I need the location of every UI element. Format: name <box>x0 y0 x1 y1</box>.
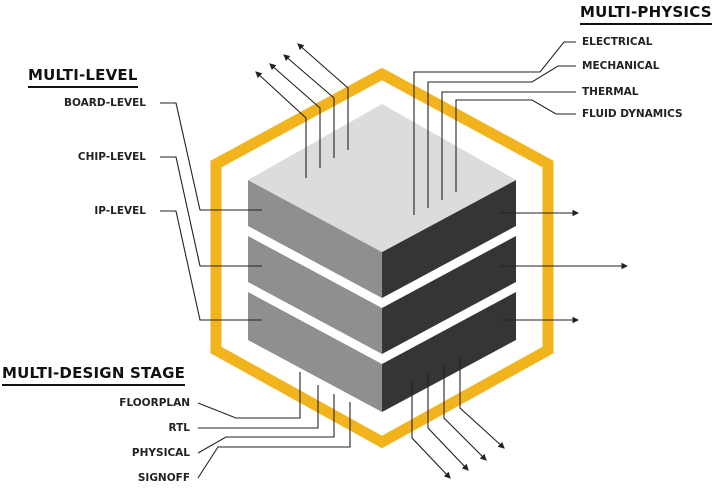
physics-label-electrical: ELECTRICAL <box>582 36 653 48</box>
ip-level-line <box>160 210 262 321</box>
chip-level-line <box>160 156 262 267</box>
top-arrow-3 <box>269 63 321 168</box>
physics-label-fluid-dynamics: FLUID DYNAMICS <box>582 108 683 120</box>
multi-physics-heading: MULTI-PHYSICS <box>580 3 712 25</box>
level-label-ip: IP-LEVEL <box>94 205 146 217</box>
top-arrow-4 <box>255 71 307 178</box>
thermal-line <box>441 91 576 200</box>
multi-design-stage-heading: MULTI-DESIGN STAGE <box>2 364 186 386</box>
floorplan-line <box>197 372 301 419</box>
stage-label-rtl: RTL <box>168 422 190 434</box>
bottom-arrow-3 <box>443 366 487 461</box>
connector-lines <box>160 41 629 479</box>
mechanical-line <box>427 65 576 208</box>
cube-right-faces <box>382 180 516 412</box>
physical-line <box>197 394 335 454</box>
electrical-line <box>413 41 576 215</box>
bottom-arrow-2 <box>427 374 469 471</box>
bottom-arrow-1 <box>411 382 451 479</box>
fluid-dynamics-line <box>455 99 576 192</box>
signoff-line <box>197 402 351 479</box>
bottom-arrow-4 <box>459 358 505 449</box>
layer-2-right-face <box>382 236 516 354</box>
rtl-line <box>198 385 319 429</box>
stage-label-physical: PHYSICAL <box>131 447 190 459</box>
cube-top-face <box>248 104 516 252</box>
level-label-board: BOARD-LEVEL <box>64 97 146 109</box>
level-label-chip: CHIP-LEVEL <box>77 151 146 163</box>
layer-3-right-face <box>382 292 516 412</box>
physics-label-mechanical: MECHANICAL <box>582 60 660 72</box>
stage-label-floorplan: FLOORPLAN <box>119 397 190 409</box>
cube-left-faces <box>248 180 382 412</box>
layer-3-left-face <box>248 292 382 412</box>
hexagon-outline <box>210 67 554 449</box>
stage-label-signoff: SIGNOFF <box>137 472 190 484</box>
layer-1-left-face <box>248 180 382 298</box>
top-arrow-1 <box>297 43 349 150</box>
layer-2-left-face <box>248 236 382 354</box>
physics-label-thermal: THERMAL <box>582 86 639 98</box>
layer-1-right-face <box>382 180 516 298</box>
multi-level-heading: MULTI-LEVEL <box>28 66 138 88</box>
board-level-line <box>160 102 262 211</box>
top-arrow-2 <box>283 54 335 158</box>
